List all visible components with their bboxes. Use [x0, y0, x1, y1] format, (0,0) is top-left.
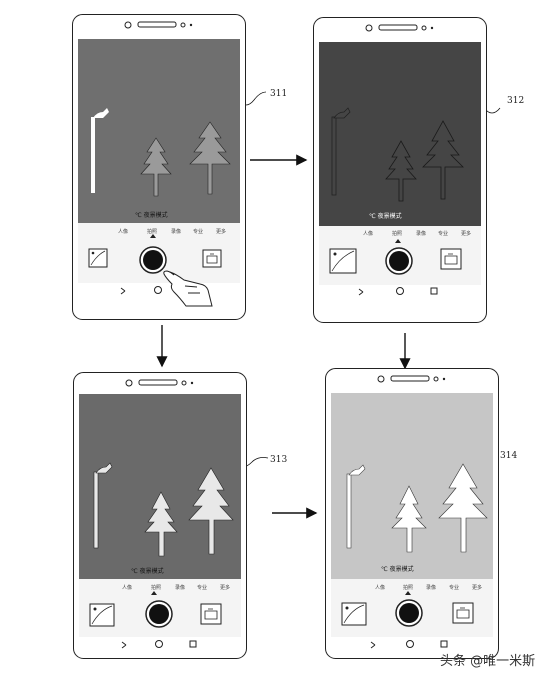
mode-photo[interactable]: 拍照 [147, 229, 158, 235]
switch-camera-icon [452, 602, 474, 624]
back-nav-icon [358, 288, 364, 296]
mode-pro[interactable]: 专业 [438, 231, 449, 237]
gallery-thumbnail-icon [329, 248, 357, 274]
trees-group [385, 120, 464, 202]
lamp-post-icon [331, 107, 351, 196]
mode-video[interactable]: 录像 [426, 585, 437, 591]
ref-label-313: 313 [270, 455, 288, 465]
mode-portrait[interactable]: 人像 [122, 585, 133, 591]
ref-label-312: 312 [507, 96, 525, 106]
mode-more[interactable]: 更多 [216, 229, 227, 235]
phone-312-drawing [313, 17, 487, 323]
scene-caption: ℃ 夜景模式 [131, 568, 164, 575]
phone-311-drawing [72, 14, 246, 320]
recent-nav-icon [430, 287, 438, 295]
lamp-post-icon [93, 462, 113, 549]
phone-313-drawing [73, 372, 247, 659]
ref-label: 311 [270, 89, 288, 99]
mode-video[interactable]: 录像 [416, 231, 427, 237]
switch-camera-icon [202, 249, 222, 268]
speaker-slot [378, 24, 418, 31]
gallery-thumbnail-icon [89, 603, 115, 627]
mode-more[interactable]: 更多 [461, 231, 472, 237]
scene-caption: ℃ 夜景模式 [135, 212, 168, 219]
front-camera-icon [365, 24, 373, 32]
front-camera-icon [125, 379, 133, 387]
mode-pro[interactable]: 专业 [449, 585, 460, 591]
back-nav-icon [370, 641, 376, 649]
phone-314-drawing [325, 368, 499, 659]
scene-caption: ℃ 夜景模式 [369, 213, 402, 220]
lamp-post-icon [346, 464, 366, 549]
home-nav-icon [154, 286, 162, 294]
mode-photo[interactable]: 拍照 [403, 585, 414, 591]
front-camera-icon [377, 375, 385, 383]
phone-314: ℃ 夜景模式 人像 拍照 录像 专业 更多 [325, 368, 499, 674]
phone-313: ℃ 夜景模式 人像 拍照 录像 专业 更多 [73, 372, 247, 678]
switch-camera-icon [440, 248, 462, 270]
home-nav-icon [406, 640, 414, 648]
speaker-slot [390, 375, 430, 382]
scene-caption: ℃ 夜景模式 [381, 566, 414, 573]
recent-nav-icon [440, 640, 448, 648]
mode-photo[interactable]: 拍照 [151, 585, 162, 591]
phone-311: ℃ 夜景模式 人像 拍照 录像 专业 更多 311 [72, 14, 287, 320]
front-camera-icon [124, 21, 132, 29]
switch-camera-icon [200, 603, 222, 625]
back-nav-icon [121, 641, 127, 649]
mode-video[interactable]: 录像 [171, 229, 182, 235]
trees-group [391, 463, 488, 553]
recent-nav-icon [189, 640, 197, 648]
mode-portrait[interactable]: 人像 [363, 231, 374, 237]
trees-group [140, 121, 231, 197]
watermark-text: 头条 @唯一米斯 [440, 654, 536, 669]
mode-pro[interactable]: 专业 [197, 585, 208, 591]
mode-portrait[interactable]: 人像 [118, 229, 129, 235]
gallery-thumbnail-icon [341, 602, 367, 626]
mode-photo[interactable]: 拍照 [392, 231, 403, 237]
speaker-slot [137, 21, 177, 28]
ref-label-314: 314 [500, 451, 518, 461]
mode-portrait[interactable]: 人像 [375, 585, 386, 591]
mode-video[interactable]: 录像 [175, 585, 186, 591]
lamp-post-icon [91, 108, 109, 193]
mode-more[interactable]: 更多 [220, 585, 231, 591]
trees-group [144, 467, 234, 557]
home-nav-icon [396, 287, 404, 295]
hand-icon [163, 270, 213, 307]
speaker-slot [138, 379, 178, 386]
mode-pro[interactable]: 专业 [193, 229, 204, 235]
home-nav-icon [155, 640, 163, 648]
phone-312: ℃ 夜景模式 人像 拍照 录像 专业 更多 [313, 17, 487, 323]
back-nav-icon [120, 287, 126, 295]
mode-more[interactable]: 更多 [472, 585, 483, 591]
